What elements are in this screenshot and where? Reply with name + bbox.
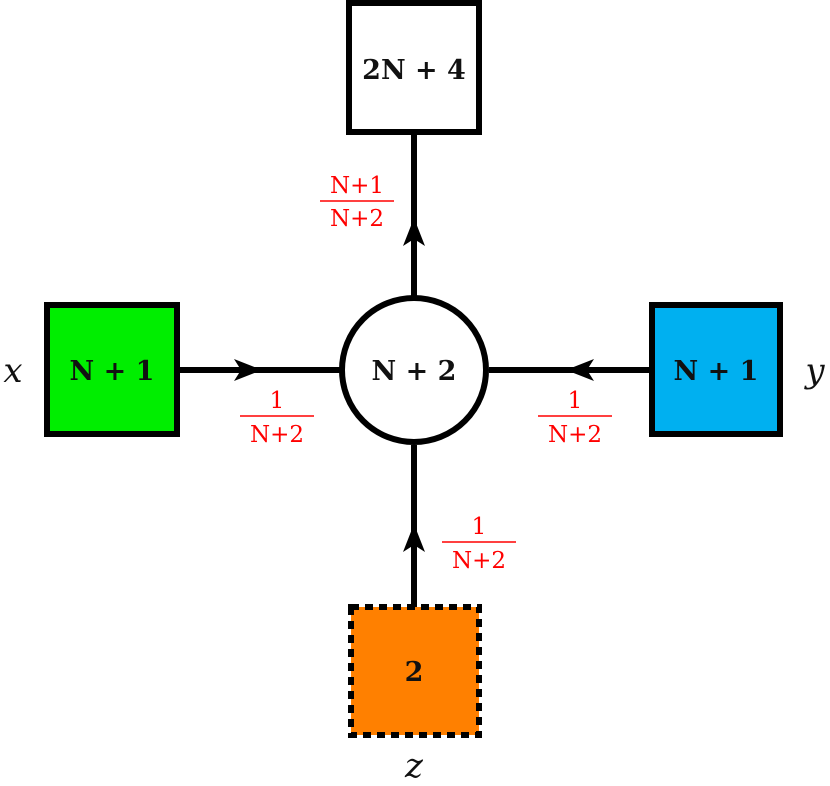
edge-label-right-numerator: 1 <box>568 388 583 414</box>
variable-x-label: x <box>3 351 22 391</box>
edge-label-bottom-denominator: N+2 <box>452 548 506 574</box>
arrowhead-right-left-edge <box>234 359 262 381</box>
edge-label-left-denominator: N+2 <box>250 422 304 448</box>
node-left-label: N + 1 <box>70 356 155 387</box>
node-left <box>44 302 180 437</box>
edge-label-top-denominator: N+2 <box>330 206 384 232</box>
node-bottom <box>348 604 482 738</box>
edge-label-left-numerator: 1 <box>270 388 285 414</box>
arrowhead-left-right-edge <box>566 359 594 381</box>
edge-label-bottom-numerator: 1 <box>472 514 487 540</box>
edge-label-top: N+1 N+2 <box>320 173 394 232</box>
variable-z-label: z <box>404 746 424 786</box>
arrowhead-up-bottom-edge <box>403 524 425 552</box>
node-right <box>649 302 783 437</box>
node-center-label: N + 2 <box>372 356 457 387</box>
edge-label-bottom: 1 N+2 <box>442 514 516 574</box>
node-top-label: 2N + 4 <box>362 55 466 86</box>
edge-label-right-denominator: N+2 <box>548 422 602 448</box>
edge-label-left: 1 N+2 <box>240 388 314 448</box>
variable-y-label: y <box>803 351 825 391</box>
node-center <box>339 295 489 445</box>
node-top <box>346 0 482 135</box>
node-right-label: N + 1 <box>674 356 759 387</box>
arrowhead-up-top <box>403 218 425 246</box>
edge-label-top-numerator: N+1 <box>330 173 384 199</box>
edge-label-right: 1 N+2 <box>538 388 612 448</box>
node-bottom-label: 2 <box>405 657 424 688</box>
